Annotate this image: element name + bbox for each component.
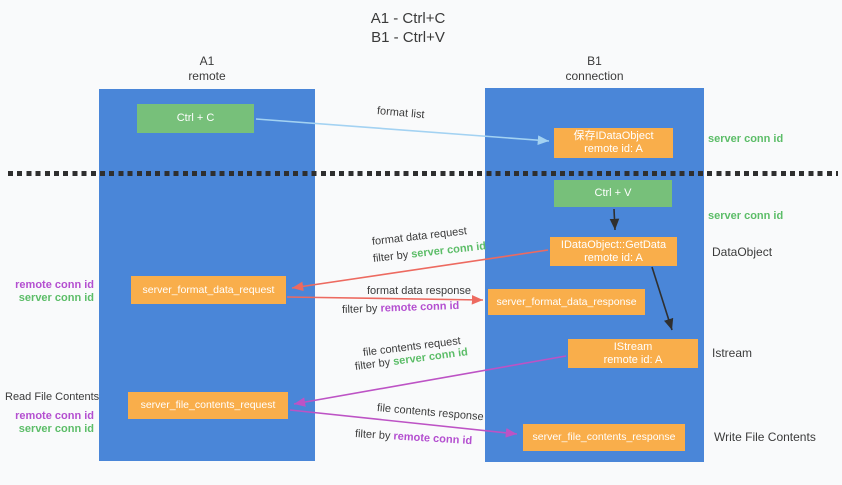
server-file-contents-request-node: server_file_contents_request bbox=[128, 392, 288, 419]
getdata-node: IDataObject::GetData remote id: A bbox=[550, 237, 677, 266]
ctrl-v-to-getdata-arrow bbox=[609, 208, 620, 231]
title-line-1: A1 - Ctrl+C bbox=[370, 10, 446, 27]
server-file-contents-request-label: server_file_contents_request bbox=[140, 399, 276, 411]
server-conn-id-right-top: server conn id bbox=[708, 133, 784, 145]
server-format-data-response-node: server_format_data_response bbox=[488, 289, 645, 315]
istream-side-label: Istream bbox=[712, 346, 753, 360]
ctrl-v-label: Ctrl + V bbox=[594, 187, 632, 199]
ctrl-v-node: Ctrl + V bbox=[554, 180, 672, 207]
file-contents-request-arrow bbox=[293, 355, 567, 407]
diagram-title: A1 - Ctrl+C B1 - Ctrl+V bbox=[308, 9, 508, 47]
server-file-contents-response-label: server_file_contents_response bbox=[532, 431, 676, 443]
server-conn-id-left-1: server conn id bbox=[18, 292, 94, 304]
filter-by-text: filter by bbox=[341, 302, 381, 316]
title-line-2: B1 - Ctrl+V bbox=[371, 29, 445, 46]
column-b1-id: B1 bbox=[587, 54, 602, 68]
save-idataobject-node: 保存IDataObject remote id: A bbox=[554, 128, 673, 158]
save-idataobject-line2: remote id: A bbox=[584, 143, 643, 155]
column-header-a1: A1 remote bbox=[99, 54, 315, 84]
getdata-to-istream-arrow bbox=[651, 266, 674, 331]
istream-node: IStream remote id: A bbox=[568, 339, 698, 368]
filter-by-text: filter by bbox=[354, 428, 394, 443]
dataobject-label: DataObject bbox=[712, 245, 773, 259]
format-data-response-label: format data response bbox=[367, 285, 471, 297]
write-file-contents-label: Write File Contents bbox=[714, 430, 816, 444]
server-file-contents-response-node: server_file_contents_response bbox=[523, 424, 685, 451]
column-a1-id: A1 bbox=[199, 54, 215, 68]
format-list-arrow bbox=[255, 118, 550, 145]
ctrl-c-node: Ctrl + C bbox=[137, 104, 254, 133]
remote-conn-id-left-2: remote conn id bbox=[15, 410, 94, 422]
format-data-request-arrow bbox=[291, 249, 549, 292]
column-header-b1: B1 connection bbox=[485, 54, 704, 84]
server-conn-id-left-2: server conn id bbox=[18, 423, 94, 435]
istream-line2: remote id: A bbox=[603, 353, 663, 366]
server-format-data-request-node: server_format_data_request bbox=[131, 276, 286, 304]
istream-line1: IStream bbox=[613, 340, 653, 353]
remote-conn-id-left-1: remote conn id bbox=[15, 279, 94, 291]
ctrl-c-label: Ctrl + C bbox=[176, 112, 215, 124]
session-separator-dotted-line bbox=[8, 171, 838, 176]
column-a1-subtitle: remote bbox=[188, 69, 226, 83]
server-format-data-response-label: server_format_data_response bbox=[496, 295, 637, 308]
file-contents-response-arrow bbox=[289, 409, 518, 438]
format-data-response-arrow bbox=[286, 295, 484, 305]
save-idataobject-line1: 保存IDataObject bbox=[573, 130, 654, 142]
column-b1-subtitle: connection bbox=[565, 69, 624, 83]
getdata-line2: remote id: A bbox=[584, 251, 643, 264]
server-format-data-request-label: server_format_data_request bbox=[142, 283, 275, 296]
server-conn-id-right-mid: server conn id bbox=[708, 210, 784, 222]
read-file-contents-label: Read File Contents bbox=[5, 391, 100, 403]
getdata-line1: IDataObject::GetData bbox=[560, 238, 667, 251]
